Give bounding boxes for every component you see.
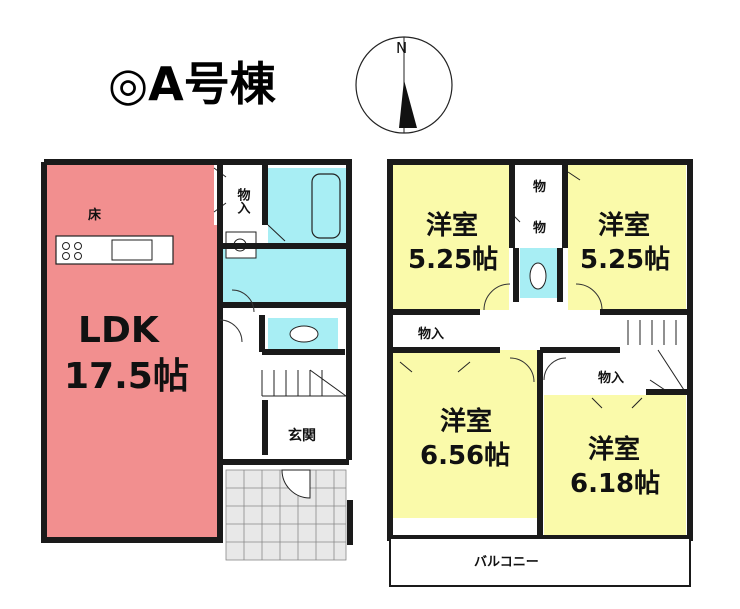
room-sw-size: 6.56帖 <box>420 441 510 471</box>
room-nw <box>393 165 509 310</box>
floor-1: 床 LDK 17.5帖 物入 玄関 <box>41 159 353 561</box>
room-se-name: 洋室 <box>588 434 640 465</box>
room-se <box>544 395 686 535</box>
ldk-size: 17.5帖 <box>64 356 189 397</box>
ldk-name: LDK <box>78 310 160 351</box>
balcony-label: バルコニー <box>474 555 539 570</box>
storage-small-1: 物 <box>533 179 546 195</box>
room-ne-name: 洋室 <box>598 210 650 241</box>
room-nw-size: 5.25帖 <box>408 245 498 275</box>
ldk-area <box>47 165 217 538</box>
building-title: ◎A号棟 <box>108 57 277 111</box>
storage-small-2: 物 <box>533 220 546 236</box>
compass-north-label: N <box>396 39 407 57</box>
room-sw-name: 洋室 <box>440 406 492 437</box>
room-ne <box>568 165 686 310</box>
compass-icon: N <box>355 36 453 134</box>
room-sw <box>393 350 538 518</box>
entrance-area <box>268 406 340 454</box>
room-nw-name: 洋室 <box>426 210 478 241</box>
room-se-size: 6.18帖 <box>570 469 660 499</box>
room-ne-size: 5.25帖 <box>580 245 670 275</box>
storage-right-2f: 物入 <box>598 370 624 386</box>
floor-storage-label: 床 <box>88 207 102 223</box>
entrance-label: 玄関 <box>288 427 316 444</box>
stairs-2f <box>627 320 685 393</box>
storage-left-2f: 物入 <box>418 326 444 342</box>
storage-1f-top: 物入 <box>235 187 251 214</box>
floor-2: 洋室 5.25帖 洋室 5.25帖 洋室 6.56帖 洋室 6.18帖 物 物 … <box>219 159 693 587</box>
balcony <box>389 537 691 587</box>
stairs-1f <box>261 369 347 397</box>
kitchen-counter <box>55 235 174 265</box>
